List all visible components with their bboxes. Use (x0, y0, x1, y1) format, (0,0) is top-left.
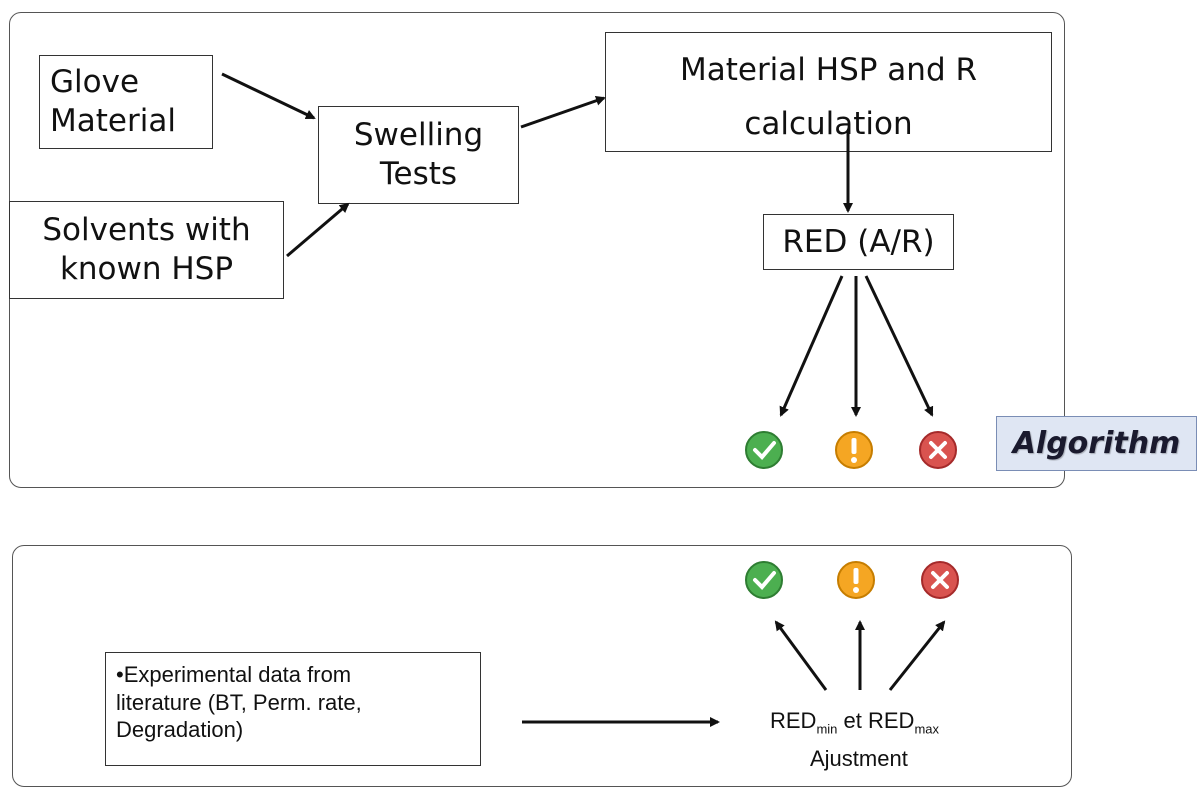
arrow-swelling-to-hsp (520, 95, 606, 129)
glove-material-line-2: Material (50, 103, 176, 139)
red-max-sub: max (914, 721, 939, 737)
swelling-tests-box: Swelling Tests (318, 106, 519, 204)
red-middle: et RED (837, 708, 915, 733)
solvents-line-2: known HSP (59, 251, 234, 287)
solvents-box: Solvents with known HSP (9, 201, 284, 299)
arrow-red-to-fail (864, 275, 934, 417)
experimental-line-2: literature (BT, Perm. rate, (116, 689, 362, 715)
glove-material-box: Glove Material (39, 55, 213, 149)
algorithm-tag: Algorithm (996, 416, 1197, 471)
check-icon (745, 561, 783, 599)
experimental-data-box: •Experimental data from literature (BT, … (105, 652, 481, 766)
exclamation-icon (835, 431, 873, 469)
check-icon (745, 431, 783, 469)
ajustment-label: Ajustment (810, 746, 908, 771)
material-hsp-line-2: calculation (744, 106, 913, 143)
experimental-line-3: Degradation) (116, 717, 244, 742)
red-min-max-label: REDmin et REDmax (770, 708, 939, 736)
red-ratio-label: RED (A/R) (782, 223, 935, 260)
swelling-tests-line-2: Tests (379, 156, 458, 192)
arrow-red-up-to-ok (774, 620, 828, 691)
experimental-line-1: •Experimental data from (116, 662, 352, 687)
cross-icon (919, 431, 957, 469)
arrow-red-up-to-fail (888, 620, 946, 691)
red-ratio-box: RED (A/R) (763, 214, 954, 270)
red-prefix: RED (770, 708, 817, 733)
material-hsp-line-1: Material HSP and R (679, 52, 978, 88)
arrow-red-to-ok (779, 275, 844, 417)
cross-icon (921, 561, 959, 599)
arrow-glove-to-swelling (221, 72, 316, 120)
swelling-tests-line-1: Swelling (353, 117, 484, 154)
solvents-line-1: Solvents with (42, 212, 251, 249)
exclamation-icon (837, 561, 875, 599)
red-min-sub: min (816, 721, 838, 737)
glove-material-line-1: Glove (50, 64, 140, 101)
material-hsp-box: Material HSP and R calculation (605, 32, 1052, 152)
arrow-solvents-to-swelling (286, 202, 350, 258)
